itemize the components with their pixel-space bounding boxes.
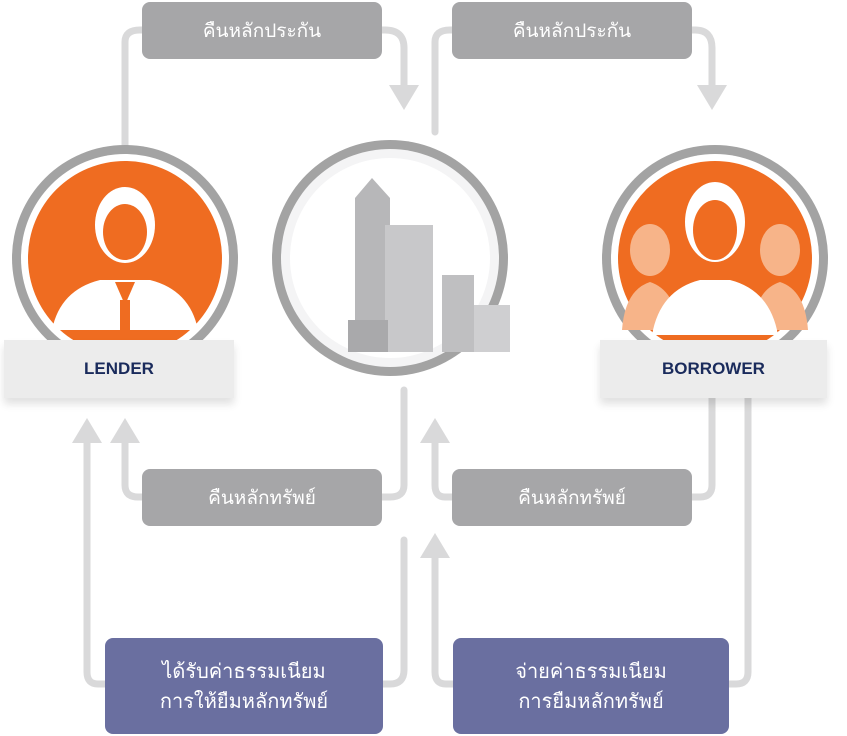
return-collateral-right: คืนหลักประกัน [452,2,692,59]
lender-circle [12,145,238,371]
arrow-head [110,418,140,443]
lender-fee-line-2: การให้ยืมหลักทรัพย์ [159,689,329,713]
arrow-head [389,85,419,110]
group-icon [622,182,808,335]
borrower-label: BORROWER [600,340,827,398]
lender-fee-box: ได้รับค่าธรรมเนียม การให้ยืมหลักทรัพย์ [105,638,383,734]
person-icon [52,187,198,330]
return-securities-left: คืนหลักทรัพย์ [142,469,382,526]
center-circle [272,140,510,376]
buildings-icon [348,178,510,352]
arrow-head [420,533,450,558]
borrower-fee-box: จ่ายค่าธรรมเนียม การยืมหลักทรัพย์ [453,638,729,734]
borrower-circle [602,145,828,371]
lender-fee-line-1: ได้รับค่าธรรมเนียม [162,659,326,683]
arrow-head [420,418,450,443]
borrower-fee-line-1: จ่ายค่าธรรมเนียม [515,659,667,683]
arrow-head [697,85,727,110]
arrow-head [72,418,102,443]
return-securities-right: คืนหลักทรัพย์ [452,469,692,526]
borrower-fee-line-2: การยืมหลักทรัพย์ [518,689,664,713]
return-collateral-left: คืนหลักประกัน [142,2,382,59]
lender-label: LENDER [4,340,234,398]
